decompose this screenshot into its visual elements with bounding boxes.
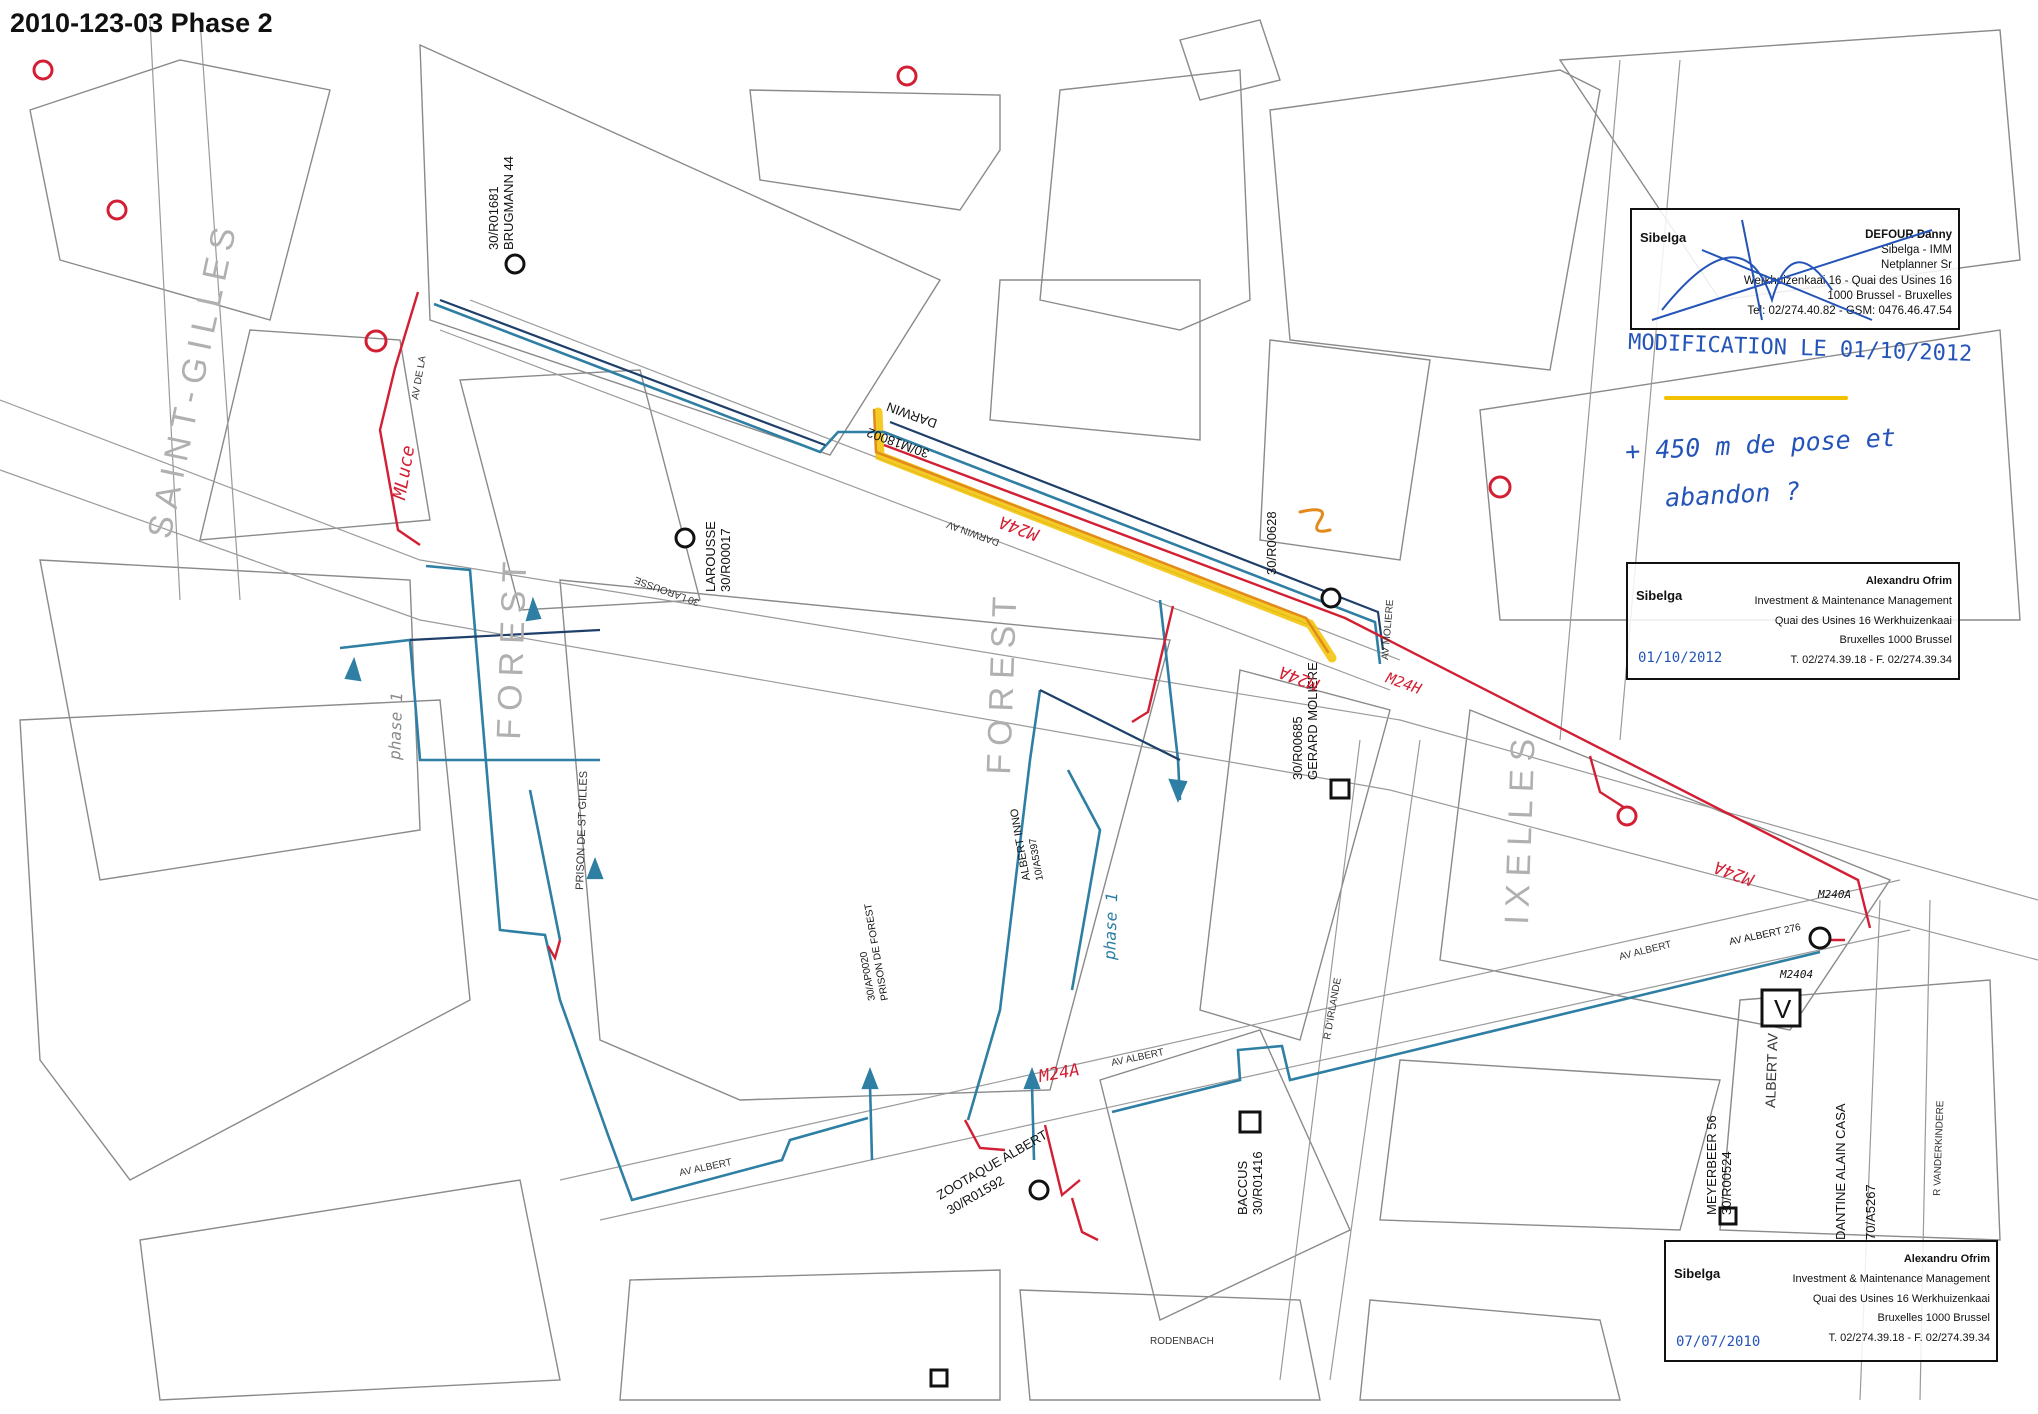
cabin-name-larousse: LAROUSSE	[703, 521, 718, 592]
cabin-code-meyerbeer: 30/R00524	[1719, 1151, 1734, 1215]
stamp-defour-line2: Netplanner Sr	[1881, 259, 1952, 272]
stamp-defour-line1: Sibelga - IMM	[1881, 244, 1952, 257]
stamp-ofrim-1-line2: Quai des Usines 16 Werkhuizenkaai	[1774, 614, 1952, 627]
cabin-code-dantine: 70/A5267	[1863, 1184, 1878, 1240]
stamp-ofrim-2-line3: Bruxelles 1000 Brussel	[1877, 1312, 1990, 1325]
stamp-ofrim-2-line4: T. 02/274.39.18 - F. 02/274.39.34	[1828, 1332, 1990, 1345]
cabin-name-meyerbeer: MEYERBEER 56	[1704, 1115, 1719, 1215]
label-m240a: M240A	[1817, 888, 1851, 901]
stamp-ofrim-2: Sibelga Alexandru Ofrim Investment & Mai…	[1664, 1240, 1998, 1362]
street-albert-vertical: ALBERT AV	[1762, 1032, 1781, 1108]
network-blue	[339, 302, 1821, 1202]
cabin-name-dantine: DANTINE ALAIN CASA	[1833, 1103, 1848, 1240]
stamp-ofrim-1-line4: T. 02/274.39.18 - F. 02/274.39.34	[1790, 654, 1952, 667]
cabin-markers	[504, 253, 1832, 1388]
stamp-defour: Sibelga DEFOUR Danny Sibelga - IMM Netpl…	[1630, 208, 1960, 330]
cabin-name-gerard-moliere: GERARD MOLIERE	[1305, 662, 1320, 780]
cabin-code-baccus: 30/R01416	[1250, 1151, 1265, 1215]
cabin-name-baccus: BACCUS	[1235, 1160, 1250, 1215]
transformer-v-symbol: V	[1774, 994, 1792, 1024]
stamp-ofrim-2-name: Alexandru Ofrim	[1903, 1253, 1990, 1265]
city-blocks	[19, 19, 2021, 1401]
stamp-defour-brand: Sibelga	[1640, 230, 1687, 245]
cabin-code-brugmann: 30/R01681	[486, 186, 501, 250]
district-ixelles: IXELLES	[1498, 730, 1543, 925]
label-m2404: M2404	[1779, 968, 1813, 981]
stamp-ofrim-1-date: 01/10/2012	[1638, 650, 1723, 666]
street-av-moliere: AV MOLIERE	[1380, 599, 1396, 660]
stamp-ofrim-1-brand: Sibelga	[1636, 588, 1683, 603]
stamp-defour-name: DEFOUR Danny	[1865, 229, 1952, 241]
cabin-code-larousse: 30/R00017	[718, 528, 733, 592]
stamp-defour-line4: 1000 Brussel - Bruxelles	[1827, 289, 1952, 302]
stamp-ofrim-1: Sibelga Alexandru Ofrim Investment & Mai…	[1626, 562, 1960, 680]
stamp-ofrim-1-name: Alexandru Ofrim	[1865, 575, 1952, 587]
district-forest-center: FOREST	[980, 588, 1024, 775]
stamp-ofrim-1-line3: Bruxelles 1000 Brussel	[1839, 634, 1952, 647]
cabin-code-brougniart: 30/R00628	[1264, 511, 1279, 575]
street-prison-st-gilles: PRISON DE ST GILLES	[574, 771, 590, 890]
stamp-ofrim-2-brand: Sibelga	[1674, 1266, 1721, 1281]
stamp-defour-signature	[1651, 219, 1933, 321]
network-arrows	[344, 596, 1188, 1090]
cabin-name-brugmann: BRUGMANN 44	[501, 156, 516, 250]
district-forest-west: FOREST	[490, 553, 534, 740]
network-red	[378, 291, 1872, 1242]
label-phase-1-west: phase 1	[385, 692, 406, 761]
street-rodenbach: RODENBACH	[1150, 1336, 1214, 1347]
stamp-ofrim-2-line1: Investment & Maintenance Management	[1792, 1272, 1990, 1285]
stamp-ofrim-2-date: 07/07/2010	[1676, 1334, 1761, 1350]
document-title: 2010-123-03 Phase 2	[10, 8, 273, 38]
stamp-ofrim-2-line2: Quai des Usines 16 Werkhuizenkaai	[1812, 1292, 1990, 1305]
marker-circles	[32, 59, 1638, 827]
stamp-defour-line3: Werkhuizenkaai 16 - Quai des Usines 16	[1743, 274, 1952, 287]
label-phase-1-center: phase 1	[1100, 892, 1121, 961]
cabin-code-gerard-moliere: 30/R00685	[1290, 716, 1305, 780]
stamp-ofrim-1-line1: Investment & Maintenance Management	[1754, 594, 1952, 607]
street-vanderkindere: R VANDERKINDERE	[1932, 1100, 1946, 1196]
